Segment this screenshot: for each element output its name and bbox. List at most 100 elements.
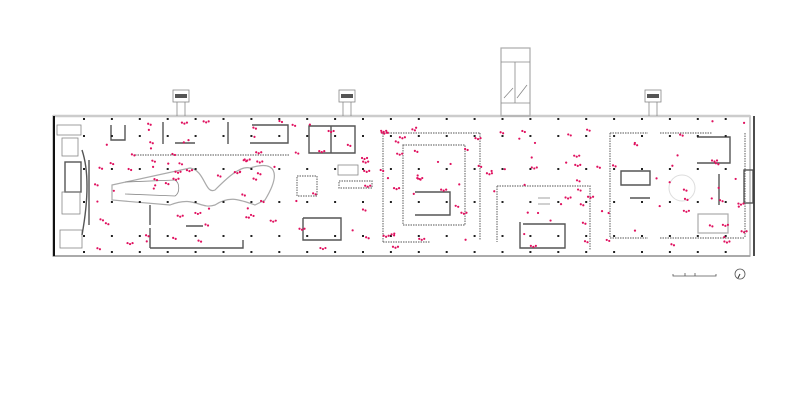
column <box>724 235 727 237</box>
person-marker <box>421 176 424 180</box>
person-marker <box>485 172 489 175</box>
column <box>166 251 169 253</box>
column <box>724 135 727 137</box>
person-marker <box>96 247 99 250</box>
column <box>557 201 560 203</box>
column <box>334 135 337 137</box>
column <box>417 235 420 237</box>
person-marker <box>188 170 191 173</box>
column <box>445 235 448 237</box>
person-marker <box>523 232 526 236</box>
person-marker <box>204 223 207 226</box>
person-marker <box>261 160 264 163</box>
person-marker <box>737 205 740 208</box>
column <box>194 235 197 237</box>
person-marker <box>575 155 578 158</box>
person-marker <box>532 245 535 249</box>
person-marker <box>579 203 582 206</box>
column <box>278 235 281 237</box>
column <box>417 168 420 170</box>
person-marker <box>682 188 686 191</box>
column <box>724 201 727 203</box>
column <box>696 201 699 203</box>
column <box>250 201 253 203</box>
person-marker <box>360 156 364 160</box>
column <box>194 251 197 253</box>
person-marker <box>297 152 300 155</box>
column <box>250 235 253 237</box>
person-marker <box>743 231 746 234</box>
person-marker <box>734 177 737 181</box>
column <box>138 135 141 137</box>
person-marker <box>418 237 421 240</box>
person-marker <box>686 198 689 201</box>
column <box>613 201 616 203</box>
column <box>473 251 476 253</box>
person-marker <box>718 199 722 202</box>
person-marker <box>583 240 587 243</box>
person-marker <box>591 195 595 198</box>
column <box>194 168 197 170</box>
column <box>194 201 197 203</box>
person-marker <box>323 150 326 153</box>
person-marker <box>366 185 369 188</box>
column <box>334 168 337 170</box>
person-marker <box>596 165 599 168</box>
person-marker <box>319 246 322 250</box>
person-marker <box>241 193 244 196</box>
person-marker <box>436 160 440 164</box>
column <box>613 251 616 253</box>
person-marker <box>187 139 190 142</box>
person-marker <box>291 123 294 126</box>
stair-core <box>56 124 90 249</box>
column <box>138 251 141 253</box>
person-marker <box>190 169 194 172</box>
column <box>194 135 197 137</box>
column <box>696 135 699 137</box>
person-marker <box>490 172 494 175</box>
column <box>110 118 113 120</box>
person-marker <box>419 178 422 181</box>
person-marker <box>578 154 581 157</box>
column <box>724 168 727 170</box>
person-marker <box>411 128 414 131</box>
person-marker <box>588 129 591 132</box>
column <box>306 235 309 237</box>
person-marker <box>385 129 388 132</box>
person-marker <box>105 143 108 146</box>
person-marker <box>723 240 726 243</box>
person-marker <box>236 172 239 175</box>
column <box>110 135 113 137</box>
column <box>389 135 392 137</box>
person-marker <box>526 211 529 214</box>
person-marker <box>327 129 330 133</box>
person-marker <box>679 133 682 136</box>
person-marker <box>668 181 671 184</box>
person-marker <box>104 222 107 225</box>
person-marker <box>396 152 399 155</box>
person-marker <box>364 209 367 212</box>
column <box>138 118 141 120</box>
column <box>529 235 532 237</box>
person-marker <box>535 166 538 169</box>
person-marker <box>181 214 184 217</box>
column <box>222 201 225 203</box>
person-marker <box>259 199 263 203</box>
column <box>334 251 337 253</box>
column <box>334 118 337 120</box>
person-marker <box>728 240 731 243</box>
person-marker <box>394 246 397 249</box>
column <box>306 251 309 253</box>
person-marker <box>449 162 452 166</box>
column <box>529 168 532 170</box>
person-marker <box>598 166 601 169</box>
person-marker <box>385 131 388 134</box>
person-marker <box>362 160 365 163</box>
person-marker <box>246 207 249 210</box>
person-marker <box>98 248 102 251</box>
person-marker <box>256 160 259 163</box>
person-marker <box>153 160 156 163</box>
person-marker <box>144 234 148 237</box>
column <box>641 168 643 170</box>
person-marker <box>365 170 368 173</box>
